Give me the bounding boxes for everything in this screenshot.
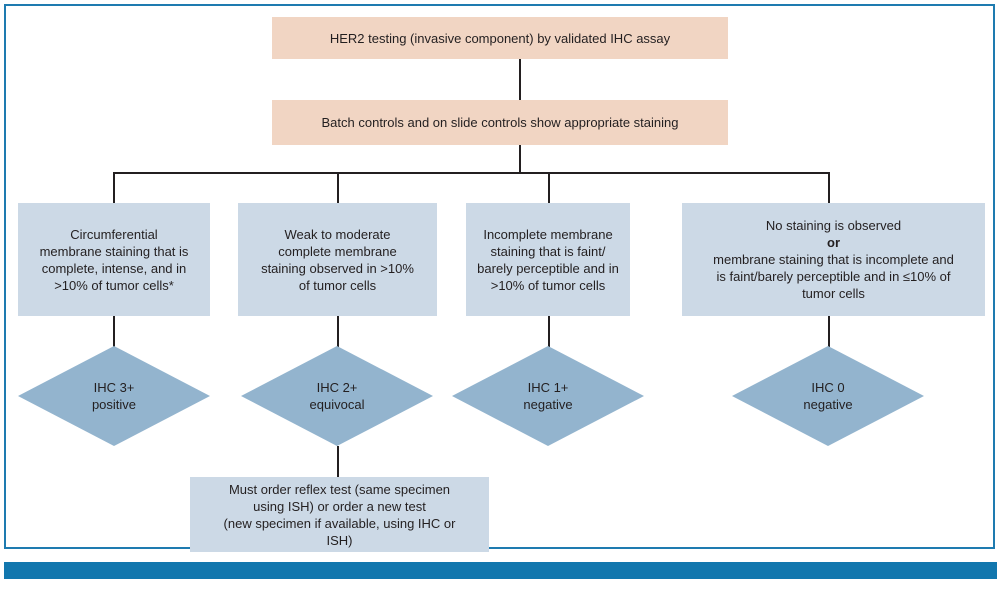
connector-branch-drop-1 [113,172,115,203]
connector-criteria4-to-result4 [828,316,830,348]
node-label: IHC 1+ negative [523,380,573,412]
footer-bar [4,562,997,579]
node-reflex-test: Must order reflex test (same specimen us… [190,477,489,552]
connector-criteria3-to-result3 [548,316,550,348]
connector-criteria1-to-result1 [113,316,115,348]
node-criteria-ihc-1plus: Incomplete membrane staining that is fai… [466,203,630,316]
node-label: IHC 2+ equivocal [309,380,365,412]
connector-start-to-controls [519,59,521,100]
node-criteria-ihc-3plus: Circumferential membrane staining that i… [18,203,210,316]
node-criteria-ihc-0: No staining is observed or membrane staini… [682,203,985,316]
node-label: No staining is observed or membrane staini… [690,217,977,302]
node-label-or: or [827,235,840,250]
connector-branch-horizontal [113,172,829,174]
connector-criteria2-to-result2 [337,316,339,348]
node-label-rest: membrane staining that is incomplete and… [713,252,954,301]
connector-branch-drop-3 [548,172,550,203]
diamond-shape [732,346,924,446]
diamond-shape [452,346,644,446]
node-batch-controls: Batch controls and on slide controls sho… [272,100,728,145]
connector-result2-to-reflex [337,446,339,477]
connector-branch-drop-4 [828,172,830,203]
node-label: HER2 testing (invasive component) by val… [329,30,671,46]
node-her2-testing-start: HER2 testing (invasive component) by val… [272,17,728,59]
node-label: Incomplete membrane staining that is fai… [477,226,619,293]
node-label: IHC 3+ positive [91,380,137,412]
node-label: Batch controls and on slide controls sho… [321,115,679,130]
node-result-ihc-1plus: IHC 1+ negative [452,346,644,446]
connector-branch-drop-2 [337,172,339,203]
node-label: Must order reflex test (same specimen us… [223,481,456,548]
node-label: Weak to moderate complete membrane stain… [261,226,414,293]
node-result-ihc-0: IHC 0 negative [732,346,924,446]
node-label-line1: No staining is observed [765,218,902,233]
node-result-ihc-3plus: IHC 3+ positive [18,346,210,446]
node-result-ihc-2plus: IHC 2+ equivocal [241,346,433,446]
connector-controls-to-branch [519,145,521,173]
node-label: IHC 0 negative [803,380,853,412]
diamond-shape [18,346,210,446]
node-label: Circumferential membrane staining that i… [39,226,189,293]
node-criteria-ihc-2plus: Weak to moderate complete membrane stain… [238,203,437,316]
diamond-shape [241,346,433,446]
